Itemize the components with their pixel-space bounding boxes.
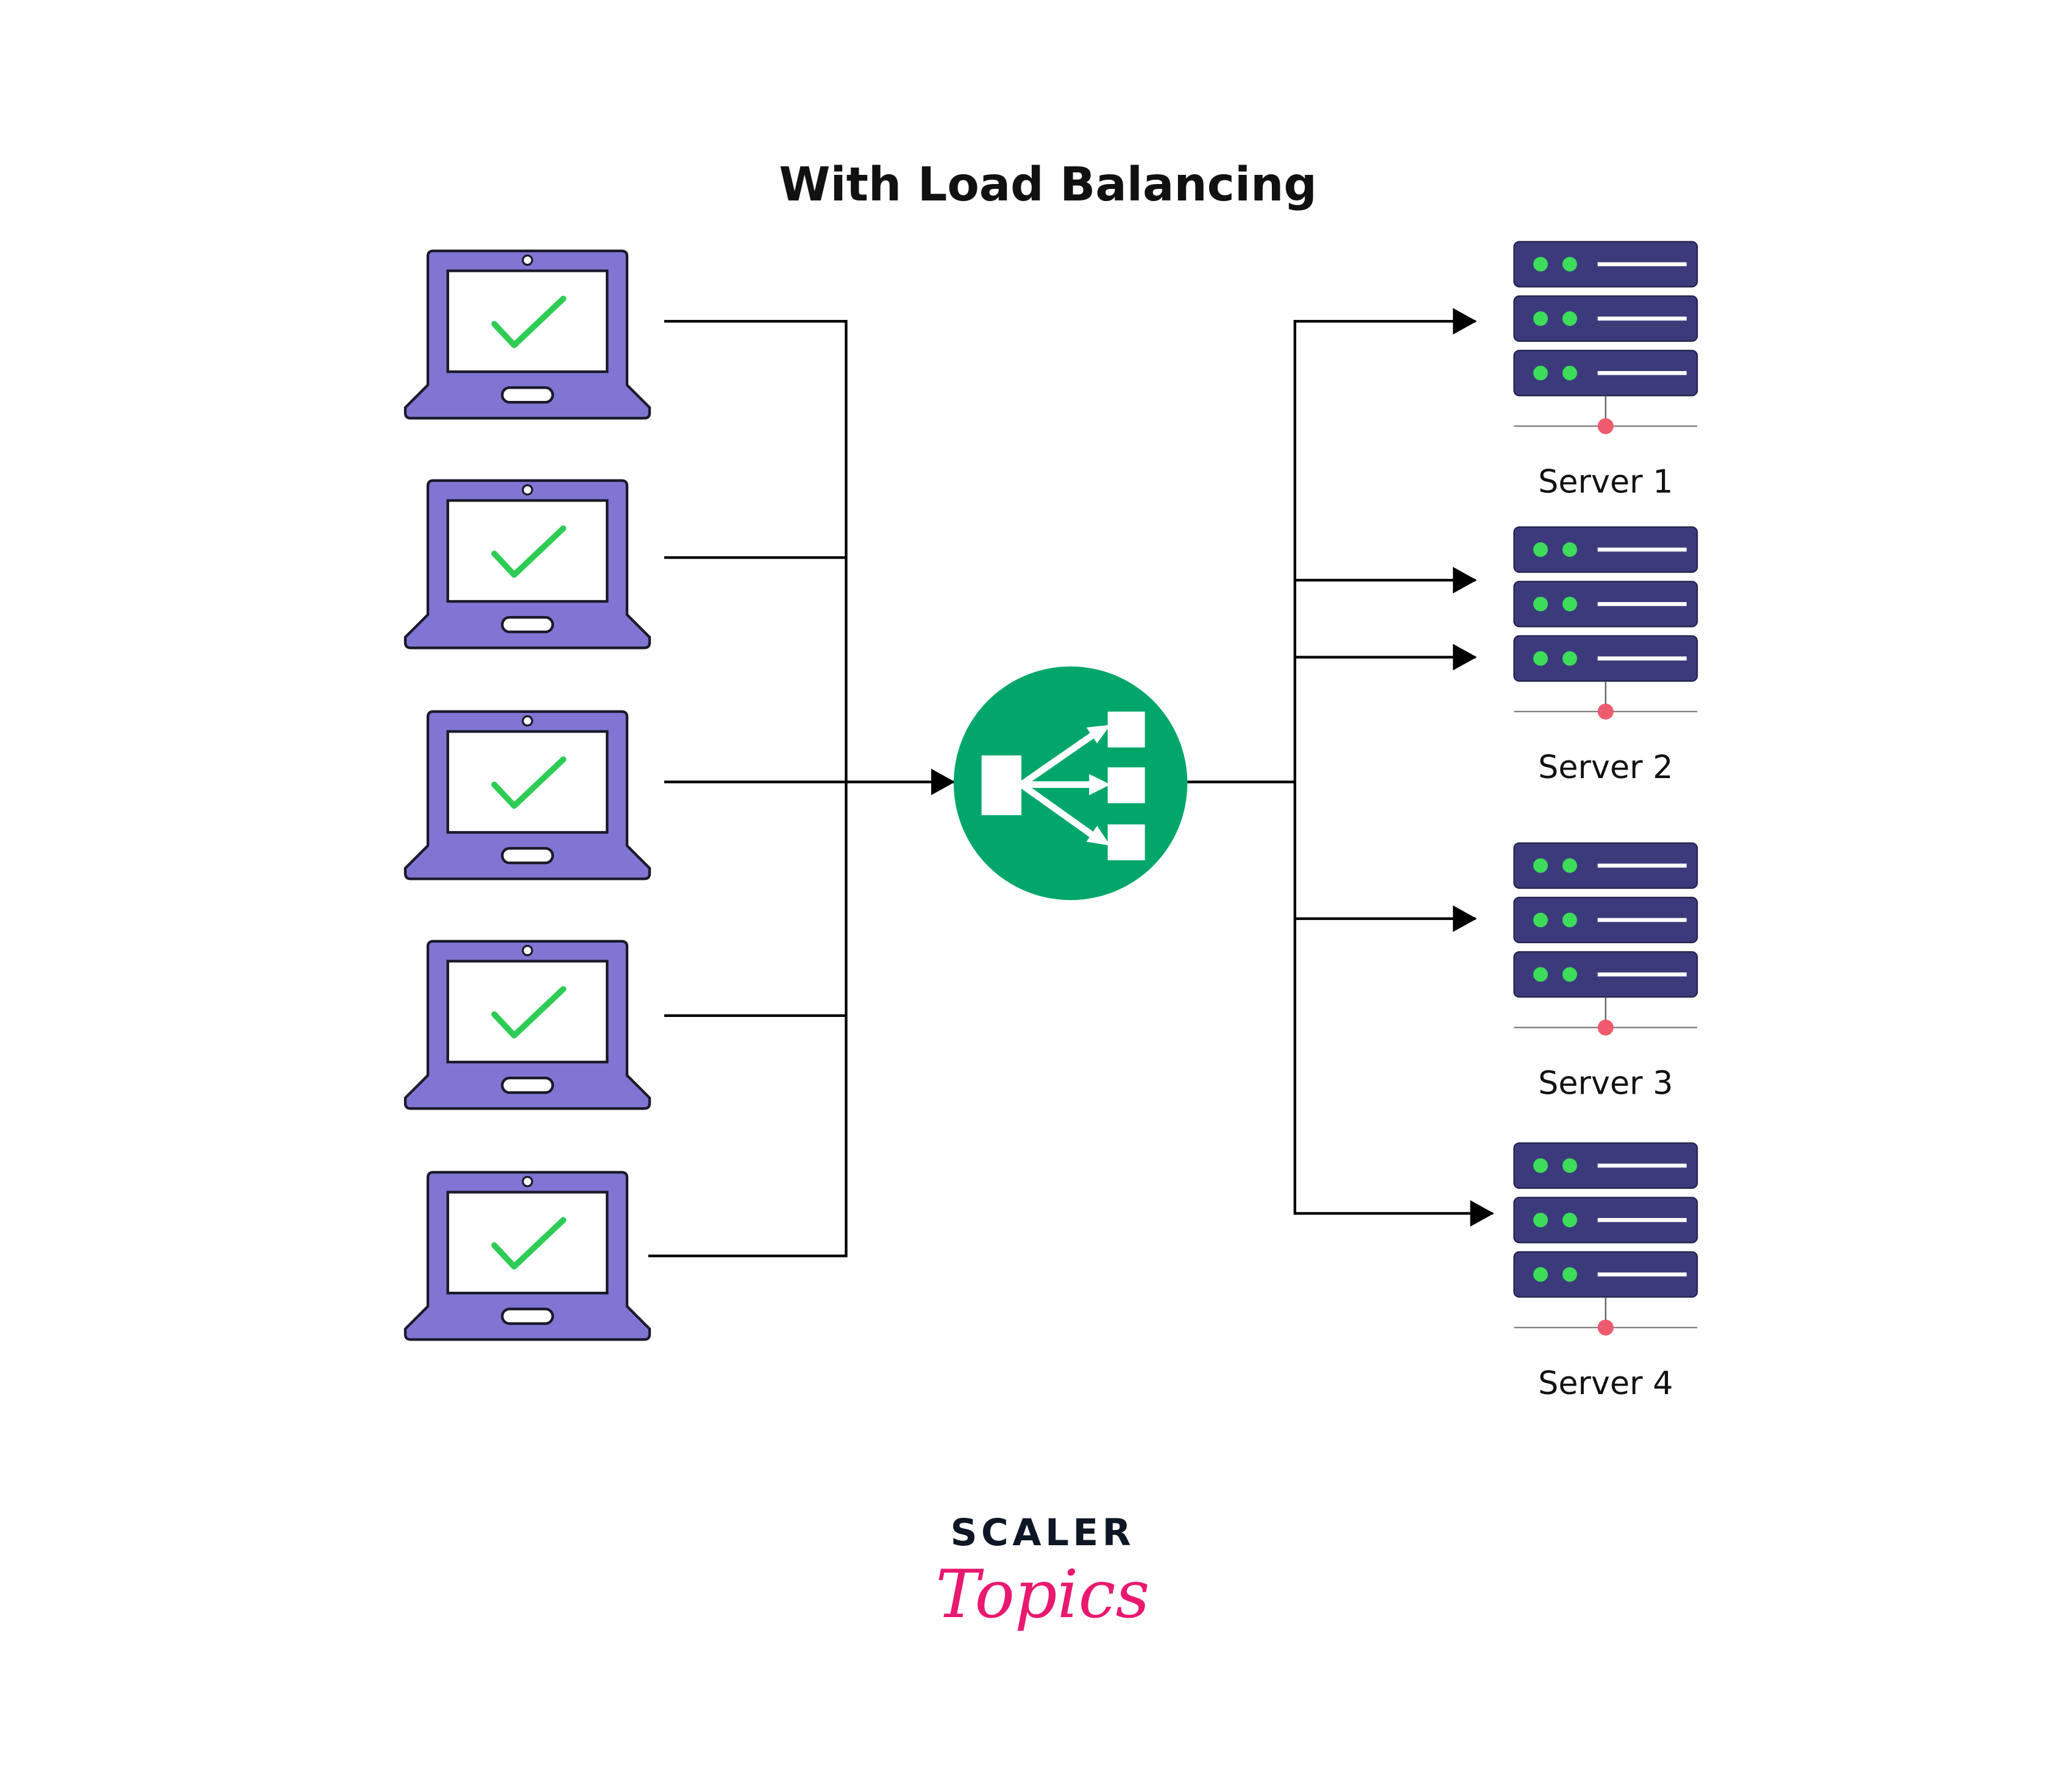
server-rack-icon: Server 3 — [1513, 842, 1698, 1102]
scaler-topics-logo: SCALER Topics — [935, 1511, 1149, 1633]
status-led — [1562, 1267, 1577, 1282]
network-connector — [1597, 418, 1614, 434]
logo-scaler: SCALER — [951, 1511, 1135, 1554]
status-led — [1562, 597, 1577, 612]
status-led — [1562, 257, 1577, 272]
status-led — [1562, 858, 1577, 873]
status-led — [1562, 542, 1577, 558]
connection-lines — [648, 308, 1494, 1258]
laptop-check-icon — [403, 940, 651, 1110]
laptop-trackpad — [500, 386, 555, 404]
laptop-trackpad — [500, 615, 555, 634]
load-balancer — [953, 666, 1188, 901]
laptop-check-icon — [403, 710, 651, 880]
server-rack-icon: Server 1 — [1513, 241, 1698, 500]
clients-group — [403, 249, 651, 1341]
network-connector — [1597, 1019, 1614, 1036]
status-led — [1533, 912, 1548, 927]
status-led — [1562, 1213, 1577, 1228]
status-led — [1562, 912, 1577, 927]
server-label: Server 3 — [1538, 1064, 1673, 1102]
status-led — [1562, 1158, 1577, 1173]
status-led — [1533, 311, 1548, 326]
load-balancer-icon — [981, 711, 1145, 860]
status-led — [1533, 967, 1548, 982]
laptop-check-icon — [403, 249, 651, 420]
status-led — [1562, 366, 1577, 381]
status-led — [1533, 542, 1548, 558]
check-icon — [491, 756, 567, 809]
check-icon — [491, 296, 567, 349]
laptop-camera — [522, 1175, 533, 1188]
laptop-trackpad — [500, 847, 555, 865]
laptop-check-icon — [403, 479, 651, 650]
laptop-screen — [446, 269, 609, 374]
status-led — [1562, 311, 1577, 326]
status-led — [1533, 1158, 1548, 1173]
status-led — [1562, 967, 1577, 982]
laptop-screen — [446, 1191, 609, 1295]
status-led — [1533, 597, 1548, 612]
check-icon — [491, 525, 567, 578]
laptop-check-icon — [403, 1170, 651, 1341]
laptop-camera — [522, 715, 533, 727]
laptop-camera — [522, 484, 533, 496]
server-label: Server 1 — [1538, 463, 1673, 500]
network-connector — [1597, 703, 1614, 720]
diagram-title: With Load Balancing — [779, 157, 1317, 211]
status-led — [1533, 366, 1548, 381]
laptop-camera — [522, 944, 533, 957]
server-label: Server 4 — [1538, 1365, 1673, 1402]
laptop-screen — [446, 730, 609, 834]
network-connector — [1597, 1319, 1614, 1336]
laptop-screen — [446, 499, 609, 603]
laptop-trackpad — [500, 1077, 555, 1094]
check-icon — [491, 986, 567, 1039]
server-label: Server 2 — [1538, 749, 1673, 786]
server-rack-icon: Server 2 — [1513, 526, 1698, 786]
laptop-screen — [446, 960, 609, 1064]
logo-topics: Topics — [935, 1556, 1149, 1633]
server-rack-icon: Server 4 — [1513, 1142, 1698, 1402]
laptop-camera — [522, 254, 533, 266]
laptop-trackpad — [500, 1308, 555, 1325]
status-led — [1533, 651, 1548, 666]
status-led — [1533, 1267, 1548, 1282]
status-led — [1533, 1213, 1548, 1228]
status-led — [1562, 651, 1577, 666]
status-led — [1533, 858, 1548, 873]
servers-group: Server 1 Server 2 Server 3 Server 4 — [1513, 241, 1698, 1402]
check-icon — [491, 1217, 567, 1270]
status-led — [1533, 257, 1548, 272]
